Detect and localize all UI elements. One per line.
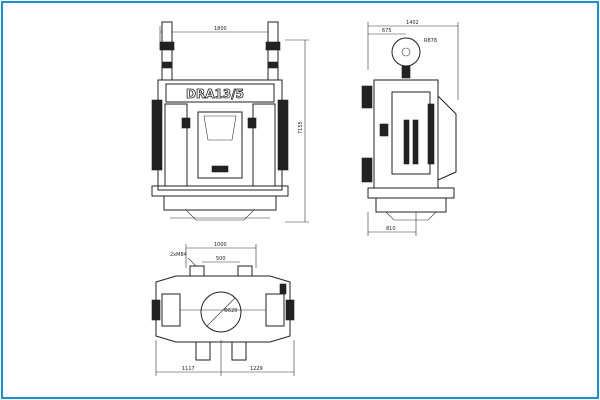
front-right-side-plate xyxy=(277,99,289,171)
side-base-block xyxy=(375,197,447,213)
top-main-body xyxy=(155,275,291,343)
side-hammer-circle xyxy=(391,37,421,67)
front-right-panel xyxy=(252,103,276,187)
top-bolt-label: 2xM84 xyxy=(170,252,187,258)
side-base-plate xyxy=(367,187,455,199)
front-clamp-jaw xyxy=(185,209,255,221)
front-center-block xyxy=(211,165,229,173)
front-left-bolt xyxy=(181,117,191,129)
right-lifting-post xyxy=(267,21,279,81)
side-clamp-jaw xyxy=(385,211,437,221)
top-right-dim-label: 1229 xyxy=(250,366,263,372)
front-view: 1800 DRA13/5 7155 xyxy=(151,21,309,223)
front-width-label: 1800 xyxy=(214,26,227,32)
top-left-dim-label: 1117 xyxy=(182,366,195,372)
left-lifting-clamp-lower xyxy=(161,61,173,69)
top-inner-label: 500 xyxy=(216,256,226,262)
front-right-bolt xyxy=(247,117,257,129)
top-right-fitting xyxy=(279,283,287,295)
side-left-bracket-top xyxy=(361,85,373,109)
side-offset-label: 675 xyxy=(382,28,392,34)
top-right-leg xyxy=(231,342,247,361)
right-lifting-clamp xyxy=(265,41,281,51)
top-left-leg xyxy=(195,342,211,361)
front-left-side-plate xyxy=(151,99,163,171)
front-height-label: 7155 xyxy=(298,121,304,134)
side-left-bracket-bottom xyxy=(361,157,373,183)
top-right-block xyxy=(265,293,285,327)
side-hammer-hub xyxy=(401,47,411,57)
top-view: 1000 500 2xM84 Φ620 1117 1229 xyxy=(151,242,295,376)
front-window-detail xyxy=(203,115,237,141)
top-left-lug xyxy=(189,265,205,277)
front-label-plate xyxy=(165,83,275,103)
right-lifting-clamp-lower xyxy=(267,61,279,69)
side-right-rail xyxy=(427,103,435,165)
machine-label: DRA13/5 xyxy=(186,87,244,101)
side-right-profile xyxy=(437,95,457,181)
top-outer-label: 1000 xyxy=(214,242,227,248)
top-center-bore xyxy=(200,291,242,333)
side-slot-1 xyxy=(403,119,410,165)
side-radius-label: R878 xyxy=(424,38,437,44)
top-bore-label: Φ620 xyxy=(224,308,237,314)
front-base-plate xyxy=(151,185,289,197)
side-hammer-neck xyxy=(401,65,411,79)
top-left-ear xyxy=(151,299,161,321)
side-bottom-label: 810 xyxy=(386,226,396,232)
side-inner-panel xyxy=(391,91,431,175)
front-left-panel xyxy=(164,103,188,187)
front-center-window xyxy=(197,111,243,179)
front-base-block xyxy=(163,195,277,211)
side-width-label: 1402 xyxy=(406,20,419,26)
side-left-bolt xyxy=(379,123,389,137)
left-lifting-clamp xyxy=(159,41,175,51)
top-right-lug xyxy=(237,265,253,277)
top-right-ear xyxy=(285,299,295,321)
side-slot-2 xyxy=(412,119,419,165)
left-lifting-post xyxy=(161,21,173,81)
top-left-block xyxy=(161,293,181,327)
side-view: 1402 675 R878 810 xyxy=(361,20,459,236)
top-bore-leader xyxy=(206,297,236,327)
